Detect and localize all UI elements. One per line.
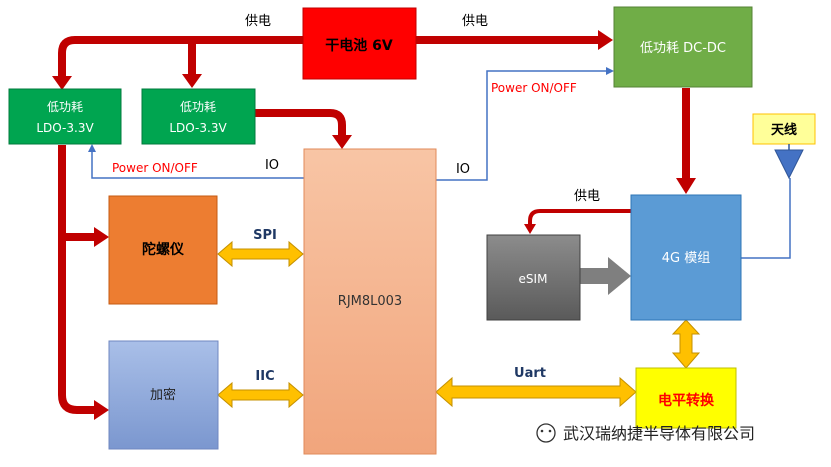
watermark-logo-icon xyxy=(536,423,556,443)
power-lines xyxy=(58,36,690,414)
spi-arrow xyxy=(217,240,304,268)
mcu-label: RJM8L003 xyxy=(338,294,402,309)
control-lines xyxy=(91,70,791,259)
arrowhead-dcdc xyxy=(598,30,613,50)
esim-label: eSIM xyxy=(519,272,548,286)
antenna-label-box xyxy=(752,113,816,145)
ldo1-label-line1: 低功耗 xyxy=(47,100,83,114)
watermark-text: 武汉瑞纳捷半导体有限公司 xyxy=(563,424,755,443)
io-line-right xyxy=(436,70,607,181)
gyro-label: 陀螺仪 xyxy=(142,241,185,258)
iic-arrow xyxy=(217,381,304,409)
uart-label: Uart xyxy=(514,366,546,381)
io-label-right: IO xyxy=(456,162,470,177)
module-level-arrow xyxy=(671,319,701,369)
arrowhead-power-dcdc xyxy=(606,67,614,75)
uart-arrow xyxy=(435,376,637,408)
arrowhead-4g xyxy=(676,178,696,194)
power-arrowheads xyxy=(52,30,696,420)
supply-label-4g: 供电 xyxy=(574,189,600,204)
arrowhead-mcu xyxy=(332,135,352,149)
bus-arrows xyxy=(217,240,701,409)
ldo2-label-line1: 低功耗 xyxy=(180,100,216,114)
arrowhead-esim xyxy=(524,224,536,234)
io-label-left: IO xyxy=(265,158,279,173)
gyro-block xyxy=(108,195,218,305)
supply-line-4g-esim xyxy=(528,209,631,226)
mcu-block xyxy=(303,148,437,455)
ldo2-block xyxy=(141,88,256,145)
arrowhead-power-ldo1 xyxy=(88,144,96,152)
power-onoff-label-right: Power ON/OFF xyxy=(491,81,577,95)
ldo1-block xyxy=(8,88,122,145)
power-onoff-label-left: Power ON/OFF xyxy=(112,161,198,175)
crypto-block xyxy=(108,340,219,450)
battery-label: 干电池 6V xyxy=(325,37,393,54)
io-line-left xyxy=(91,150,304,179)
dcdc-block xyxy=(613,6,753,88)
supply-line-battery-ldo1 xyxy=(58,36,303,78)
ldo1-label-line2: LDO-3.3V xyxy=(36,121,94,135)
level-shift-label: 电平转换 xyxy=(658,392,715,409)
ldo2-label-line2: LDO-3.3V xyxy=(169,121,227,135)
antenna-icon xyxy=(774,149,804,180)
arrowhead-crypto xyxy=(94,400,109,420)
supply-label-left: 供电 xyxy=(245,14,271,29)
module-4g-block xyxy=(630,194,742,321)
crypto-label: 加密 xyxy=(150,387,176,403)
module-4g-label: 4G 模组 xyxy=(662,251,710,266)
battery-block xyxy=(302,7,417,80)
supply-label-right: 供电 xyxy=(462,14,488,29)
supply-line-ldo2-mcu xyxy=(255,109,346,137)
antenna-line xyxy=(741,178,791,259)
level-shift-block xyxy=(635,367,737,429)
iic-label: IIC xyxy=(255,369,274,384)
arrowhead-ldo1 xyxy=(52,76,72,90)
arrowhead-ldo2 xyxy=(182,74,202,88)
dcdc-label: 低功耗 DC-DC xyxy=(640,41,726,56)
arrowhead-gyro xyxy=(94,227,109,247)
antenna-label: 天线 xyxy=(771,122,797,138)
esim-block xyxy=(486,234,581,321)
supply-line-ldo1-down xyxy=(58,145,96,414)
spi-label: SPI xyxy=(253,228,277,243)
esim-to-4g-arrow xyxy=(580,257,631,295)
